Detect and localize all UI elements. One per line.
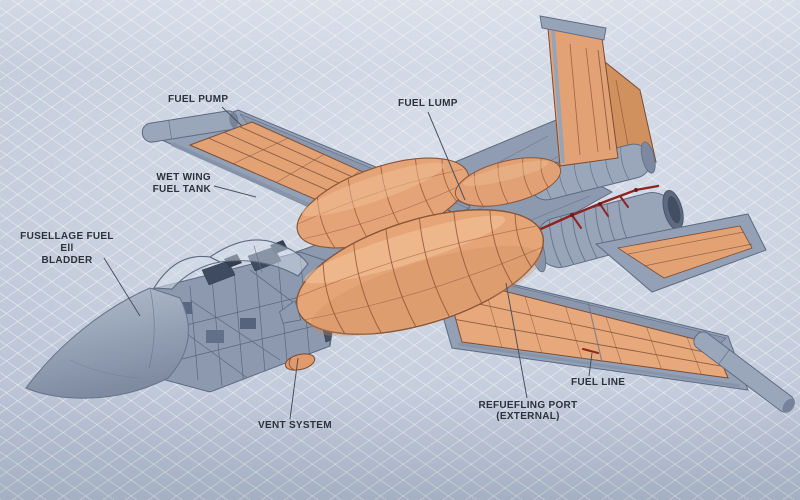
vent-system-label: VENT SYSTEM — [258, 420, 332, 431]
dorsal-fuel-tank-aft — [454, 157, 562, 207]
fuselage-fuel-bladder-label: FUSELLAGE FUEL Ell BLADDER — [20, 231, 114, 266]
bladder-nose-cap — [279, 300, 302, 324]
leader-lines — [103, 106, 593, 420]
near-tail-fin — [539, 15, 619, 167]
refueling-port-label: REFUEFLING PORT (EXTERNAL) — [478, 400, 578, 422]
fuel-line-leader-line — [588, 352, 593, 377]
fuel-lump-label: FUEL LUMP — [398, 98, 458, 109]
wing-fuel-line-fitting — [582, 348, 599, 354]
fuel-pump-leader-line — [221, 106, 243, 127]
vent-system-scoop — [284, 353, 316, 371]
fuel-lump-leader-line — [427, 111, 466, 201]
pilot-seat-front — [201, 260, 236, 286]
right-stabilator — [594, 213, 767, 293]
wet-wing-leader-line — [213, 185, 257, 198]
wet-wing-fuel-tank-label: WET WING FUEL TANK — [152, 172, 211, 195]
refueling-port-leader-line — [505, 282, 528, 399]
right-wingtip-launcher — [693, 331, 795, 413]
engine-nacelles — [526, 141, 684, 273]
fuel-pump-label: FUEL PUMP — [168, 94, 229, 105]
vent-system-leader-line — [289, 357, 299, 420]
fuselage-bladder-leader-line — [103, 257, 141, 317]
fuel-line-label: FUEL LINE — [571, 377, 626, 388]
fuselage-fuel-bladder-tank — [279, 209, 545, 337]
cockpit-canopy — [153, 239, 309, 290]
fuel-transfer-line-red — [532, 184, 660, 234]
dorsal-fuel-tank-forward — [296, 157, 470, 249]
nose-cone — [25, 287, 189, 399]
